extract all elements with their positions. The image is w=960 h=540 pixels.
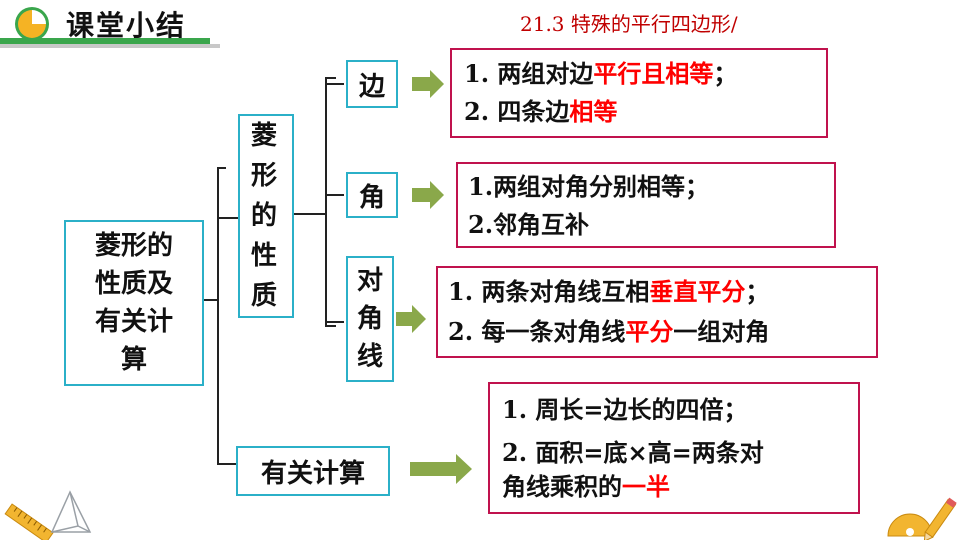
protractor-pencil-icon	[884, 488, 960, 540]
diagonal-item-2: 2. 每一条对角线平分一组对角	[448, 312, 866, 352]
diagonal-details: 1. 两条对角线互相垂直平分； 2. 每一条对角线平分一组对角	[436, 266, 878, 358]
side-label: 边	[359, 66, 385, 103]
diagonal-node: 对角线	[346, 256, 394, 382]
root-label: 菱形的性质及有关计算	[84, 227, 184, 379]
calc-details: 1. 周长=边长的四倍； 2. 面积=底×高=两条对 角线乘积的一半	[488, 382, 860, 514]
angle-details: 1.两组对角分别相等； 2.邻角互补	[456, 162, 836, 248]
angle-item-2: 2.邻角互补	[468, 206, 824, 244]
ruler-pyramid-icon	[0, 486, 110, 540]
properties-label: 菱形的性质	[251, 116, 281, 316]
side-details: 1. 两组对边平行且相等； 2. 四条边相等	[450, 48, 828, 138]
diagonal-label: 对角线	[356, 262, 384, 376]
angle-item-1: 1.两组对角分别相等；	[468, 168, 824, 206]
calc-item-1: 1. 周长=边长的四倍；	[502, 390, 846, 430]
side-item-1: 1. 两组对边平行且相等；	[464, 56, 814, 92]
root-node: 菱形的性质及有关计算	[64, 220, 204, 386]
diagonal-item-1: 1. 两条对角线互相垂直平分；	[448, 272, 866, 312]
angle-node: 角	[346, 172, 398, 218]
angle-label: 角	[359, 177, 385, 214]
calc-label: 有关计算	[261, 453, 365, 490]
side-node: 边	[346, 60, 398, 108]
calc-item-2: 2. 面积=底×高=两条对 角线乘积的一半	[502, 436, 846, 504]
properties-node: 菱形的性质	[238, 114, 294, 318]
calc-node: 有关计算	[236, 446, 390, 496]
side-item-2: 2. 四条边相等	[464, 92, 814, 132]
